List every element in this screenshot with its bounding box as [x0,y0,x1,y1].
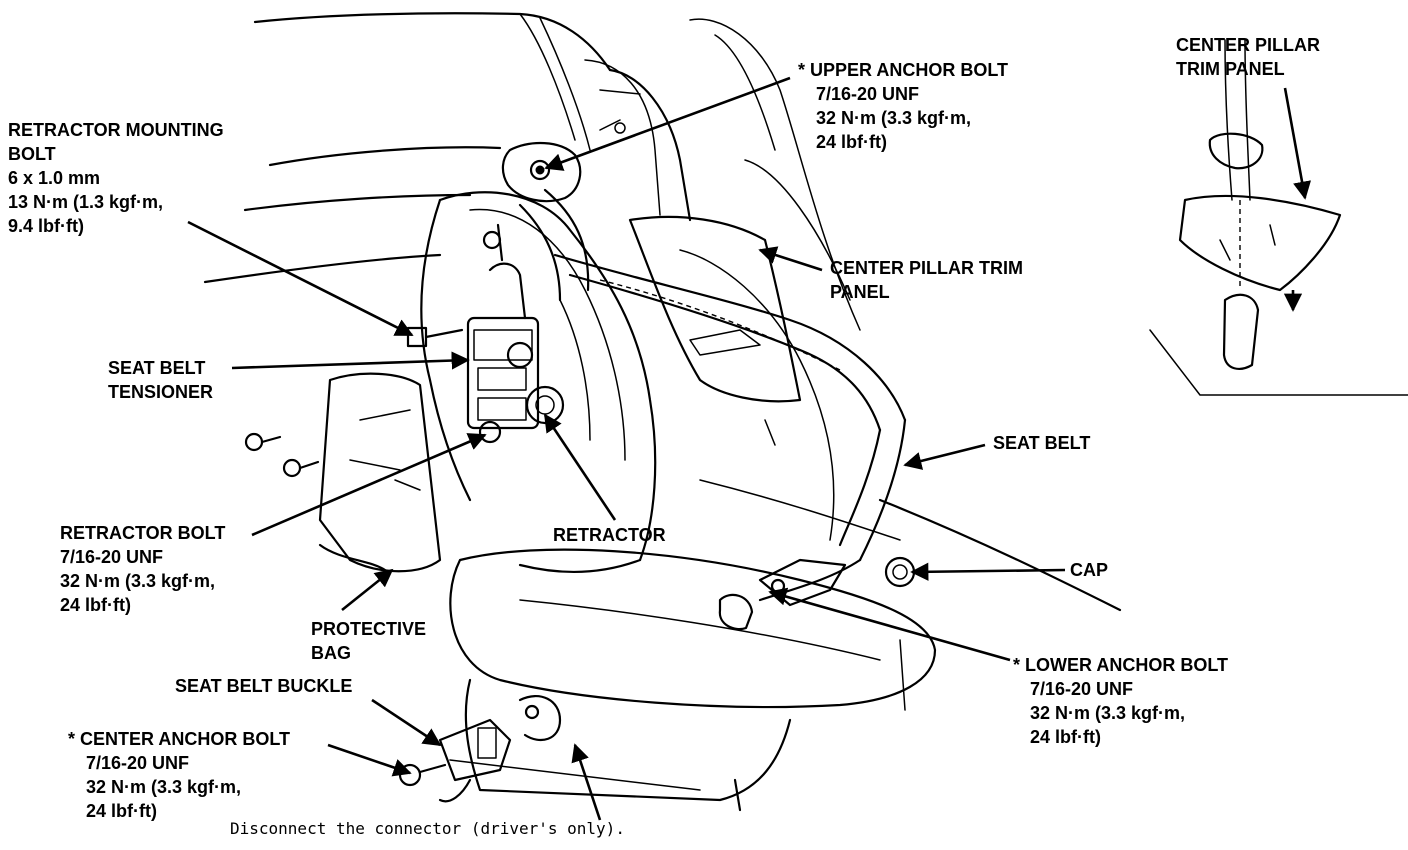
vehicle-body-lines [203,12,1122,612]
trim-clips [244,432,320,478]
seat-belt-label: SEAT BELT [993,433,1091,453]
seat-back [420,191,835,574]
retractor-bolt-label: RETRACTOR BOLT 7/16-20 UNF 32 N·m (3.3 k… [60,523,226,615]
retractor-label: RETRACTOR [553,525,666,545]
disconnect-connector-note: Disconnect the connector (driver's only)… [230,819,625,838]
retractor-assembly [466,223,565,444]
center-pillar-trim-panel-inset-label: CENTER PILLAR TRIM PANEL [1176,35,1320,79]
upper-anchor-bolt-label: * UPPER ANCHOR BOLT 7/16-20 UNF 32 N·m (… [798,60,1009,152]
protective-bag-label: PROTECTIVE BAG [311,619,427,663]
inset-pillar-shape [1149,39,1408,396]
leader-lines [187,76,1312,821]
retractor-mounting-bolt-label: RETRACTOR MOUNTING BOLT 6 x 1.0 mm 13 N·… [8,120,224,236]
protective-bag-shape [318,372,442,573]
seat-cushion [449,548,937,812]
buckle-shape [398,695,562,803]
seat-belt-tensioner-label: SEAT BELT TENSIONER [108,358,214,402]
retractor-mounting-bolt-shape [406,326,464,348]
cap-label: CAP [1070,560,1109,580]
center-anchor-bolt-label: * CENTER ANCHOR BOLT 7/16-20 UNF 32 N·m … [68,729,290,821]
seat-belt-buckle-label: SEAT BELT BUCKLE [175,676,353,696]
center-pillar-trim-panel-shape [628,215,802,446]
center-pillar-trim-panel-label: CENTER PILLAR TRIM PANEL [830,258,1023,302]
lower-anchor-bolt-label: * LOWER ANCHOR BOLT 7/16-20 UNF 32 N·m (… [1013,655,1228,747]
